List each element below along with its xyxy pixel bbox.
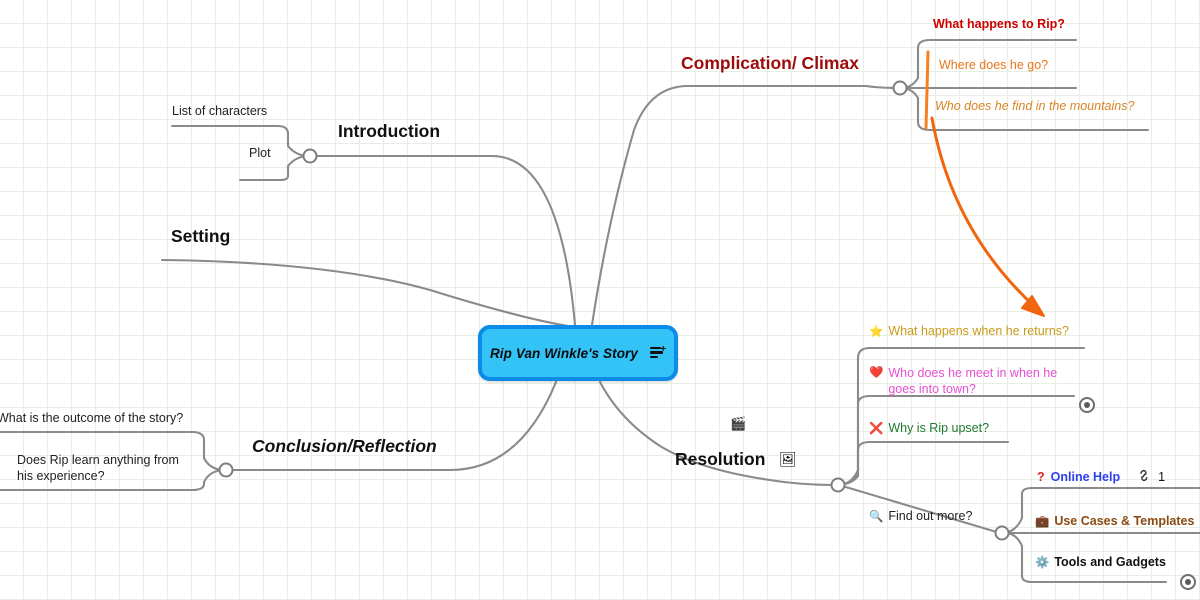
notes-add-icon[interactable]: + (650, 345, 666, 360)
online-help-item[interactable]: ? Online Help 1 (1037, 468, 1165, 486)
branch-title-complication[interactable]: Complication/ Climax (681, 53, 859, 73)
subtopic-outcome-of-story[interactable]: What is the outcome of the story? (0, 411, 184, 425)
branch-title-conclusion[interactable]: Conclusion/Reflection (252, 436, 437, 456)
briefcase-icon: 💼 (1035, 516, 1050, 528)
star-icon: ⭐ (869, 326, 884, 338)
branch-dot-complication (892, 80, 908, 96)
cross-mark-icon: ❌ (869, 423, 884, 435)
subtopic-where-does-he-go[interactable]: Where does he go? (939, 58, 1049, 72)
branch-dot-introduction (302, 148, 318, 164)
question-mark-icon: ? (1037, 470, 1045, 484)
subtopic-find-out-more[interactable]: 🔍 Find out more? (869, 509, 973, 523)
subtopic-who-does-he-find[interactable]: Who does he find in the mountains? (935, 99, 1135, 113)
link-icon (1136, 469, 1152, 487)
branch-dot-conclusion (218, 462, 234, 478)
link-count: 1 (1158, 470, 1166, 484)
subtopic-does-rip-learn[interactable]: Does Rip learn anything from his experie… (17, 453, 179, 483)
subtopic-plot[interactable]: Plot (249, 146, 271, 160)
heart-icon: ❤️ (869, 367, 884, 379)
online-help-link[interactable]: Online Help (1050, 470, 1121, 484)
magnifier-icon: 🔍 (869, 511, 884, 523)
branch-title-introduction[interactable]: Introduction (338, 121, 441, 141)
gear-icon: ⚙️ (1035, 557, 1050, 569)
boundary-line (924, 50, 930, 130)
central-topic-node[interactable]: Rip Van Winkle's Story + (478, 325, 678, 381)
subtopic-who-does-he-meet[interactable]: ❤️ Who does he meet in when he goes into… (869, 366, 1058, 396)
image-icon[interactable]: 🖼 (779, 451, 797, 467)
subtopic-list-of-characters[interactable]: List of characters (172, 104, 268, 118)
subtopic-why-is-rip-upset[interactable]: ❌ Why is Rip upset? (869, 421, 990, 435)
subtopic-what-happens-when-he-returns[interactable]: ⭐ What happens when he returns? (869, 324, 1069, 338)
clapperboard-icon: 🎬 (730, 416, 747, 431)
central-topic-label: Rip Van Winkle's Story (489, 345, 639, 361)
branch-dot-resolution (830, 477, 846, 493)
help-item-tools-and-gadgets[interactable]: ⚙️ Tools and Gadgets (1035, 555, 1166, 569)
branch-title-resolution[interactable]: Resolution (675, 449, 766, 469)
branch-dot-help (994, 525, 1010, 541)
relationship-arrow (930, 116, 1045, 317)
subtopic-what-happens-to-rip[interactable]: What happens to Rip? (933, 17, 1065, 31)
help-item-use-cases[interactable]: 💼 Use Cases & Templates (1035, 514, 1195, 528)
branch-title-setting[interactable]: Setting (171, 226, 231, 246)
